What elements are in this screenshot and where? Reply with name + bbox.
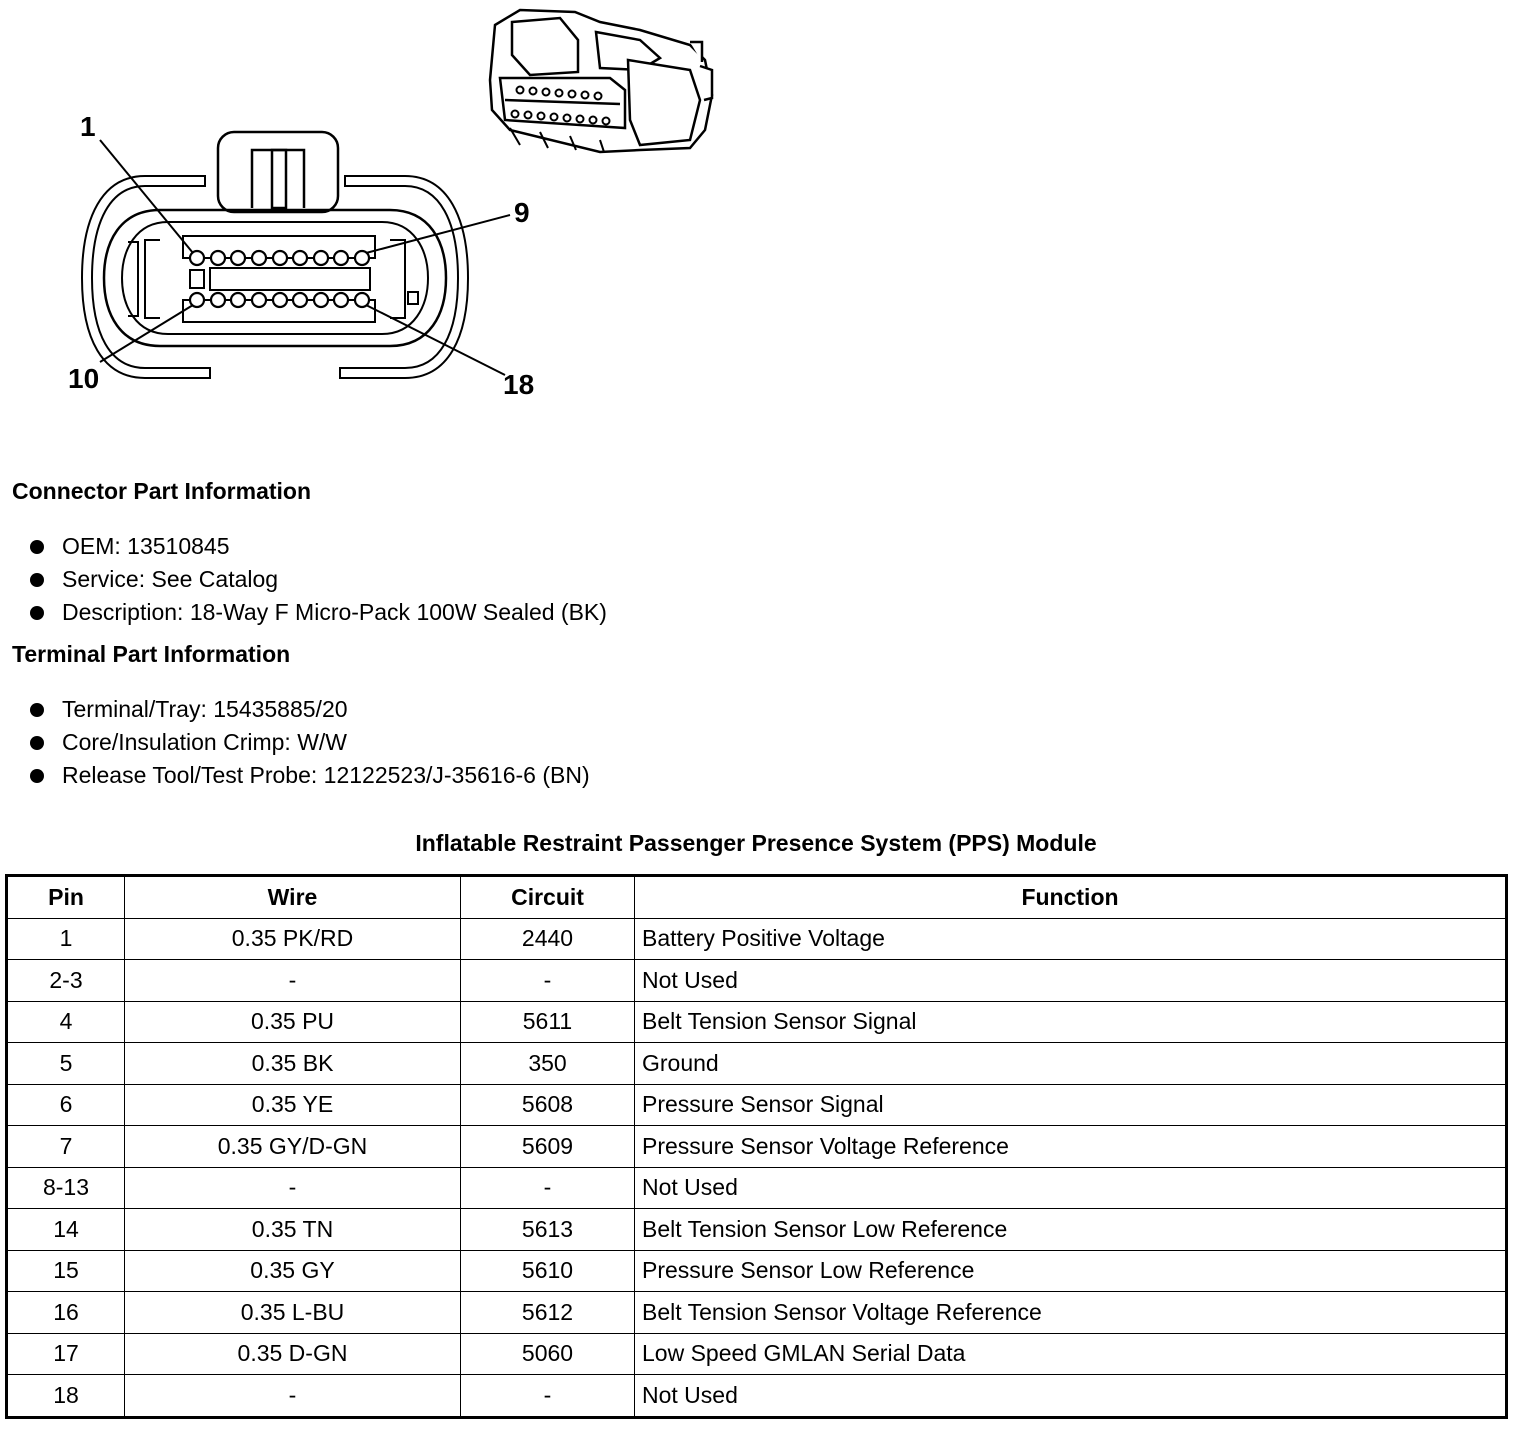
bullet-icon <box>30 606 44 620</box>
connector-diagram: 1 9 10 18 <box>68 8 714 400</box>
terminal-info-list: Terminal/Tray: 15435885/20 Core/Insulati… <box>30 693 590 792</box>
wire-cell: - <box>124 1166 461 1209</box>
pin-callout-1: 1 <box>80 111 96 142</box>
list-item: Description: 18-Way F Micro-Pack 100W Se… <box>30 596 607 629</box>
table-row: 2-3--Not Used <box>6 959 1507 1002</box>
table-row: 8-13--Not Used <box>6 1166 1507 1209</box>
wire-cell: 0.35 TN <box>124 1208 461 1251</box>
terminal-info-heading: Terminal Part Information <box>12 641 291 667</box>
pin-cell: 6 <box>6 1083 125 1126</box>
pin-cell: 2-3 <box>6 959 125 1002</box>
function-cell: Belt Tension Sensor Low Reference <box>634 1208 1507 1251</box>
bullet-icon <box>30 540 44 554</box>
table-title: Inflatable Restraint Passenger Presence … <box>415 830 1097 856</box>
wire-cell: 0.35 L-BU <box>124 1291 461 1334</box>
callout-lines <box>99 139 511 376</box>
pin-callout-9: 9 <box>514 197 530 228</box>
column-header-function: Function <box>634 875 1507 919</box>
pin-cell: 14 <box>6 1208 125 1251</box>
circuit-cell: 5610 <box>460 1249 635 1292</box>
wire-cell: 0.35 PK/RD <box>124 917 461 960</box>
bullet-icon <box>30 769 44 783</box>
list-item: Release Tool/Test Probe: 12122523/J-3561… <box>30 759 590 792</box>
wire-cell: - <box>124 959 461 1002</box>
circuit-cell: 5612 <box>460 1291 635 1334</box>
wire-cell: 0.35 D-GN <box>124 1332 461 1375</box>
list-item: Service: See Catalog <box>30 563 607 596</box>
bullet-icon <box>30 573 44 587</box>
pin-cell: 16 <box>6 1291 125 1334</box>
pin-cell: 8-13 <box>6 1166 125 1209</box>
function-cell: Low Speed GMLAN Serial Data <box>634 1332 1507 1375</box>
wire-cell: 0.35 GY/D-GN <box>124 1125 461 1168</box>
connector-info-list: OEM: 13510845 Service: See Catalog Descr… <box>30 530 607 629</box>
connector-info-heading: Connector Part Information <box>12 478 312 504</box>
function-cell: Belt Tension Sensor Signal <box>634 1000 1507 1043</box>
pin-callout-18: 18 <box>503 369 534 400</box>
circuit-cell: 5608 <box>460 1083 635 1126</box>
circuit-cell: 350 <box>460 1042 635 1085</box>
pin-cell: 18 <box>6 1374 125 1418</box>
function-cell: Not Used <box>634 959 1507 1002</box>
table-header-row: Pin Wire Circuit Function <box>6 875 1507 919</box>
table-row: 18--Not Used <box>6 1374 1507 1418</box>
pin-cell: 15 <box>6 1249 125 1292</box>
list-item: Terminal/Tray: 15435885/20 <box>30 693 590 726</box>
pin-cell: 1 <box>6 917 125 960</box>
circuit-cell: 5611 <box>460 1000 635 1043</box>
list-item: Core/Insulation Crimp: W/W <box>30 726 590 759</box>
function-cell: Ground <box>634 1042 1507 1085</box>
pin-callout-10: 10 <box>68 363 99 394</box>
wire-cell: - <box>124 1374 461 1418</box>
list-item: OEM: 13510845 <box>30 530 607 563</box>
circuit-cell: 5613 <box>460 1208 635 1251</box>
pin-cell: 4 <box>6 1000 125 1043</box>
column-header-pin: Pin <box>6 875 125 919</box>
circuit-cell: 2440 <box>460 917 635 960</box>
wire-cell: 0.35 GY <box>124 1249 461 1292</box>
function-cell: Pressure Sensor Low Reference <box>634 1249 1507 1292</box>
pin-cell: 7 <box>6 1125 125 1168</box>
pin-cell: 17 <box>6 1332 125 1375</box>
circuit-cell: - <box>460 1166 635 1209</box>
circuit-cell: 5060 <box>460 1332 635 1375</box>
circuit-cell: 5609 <box>460 1125 635 1168</box>
circuit-cell: - <box>460 959 635 1002</box>
connector-face-view <box>80 130 470 379</box>
wire-cell: 0.35 YE <box>124 1083 461 1126</box>
function-cell: Pressure Sensor Signal <box>634 1083 1507 1126</box>
column-header-wire: Wire <box>124 875 461 919</box>
pin-holes <box>188 249 371 309</box>
function-cell: Belt Tension Sensor Voltage Reference <box>634 1291 1507 1334</box>
wire-cell: 0.35 BK <box>124 1042 461 1085</box>
wire-cell: 0.35 PU <box>124 1000 461 1043</box>
function-cell: Battery Positive Voltage <box>634 917 1507 960</box>
function-cell: Not Used <box>634 1374 1507 1418</box>
circuit-cell: - <box>460 1374 635 1418</box>
bullet-icon <box>30 703 44 717</box>
pin-cell: 5 <box>6 1042 125 1085</box>
function-cell: Not Used <box>634 1166 1507 1209</box>
column-header-circuit: Circuit <box>460 875 635 919</box>
bullet-icon <box>30 736 44 750</box>
connector-isometric-view <box>488 8 714 154</box>
function-cell: Pressure Sensor Voltage Reference <box>634 1125 1507 1168</box>
